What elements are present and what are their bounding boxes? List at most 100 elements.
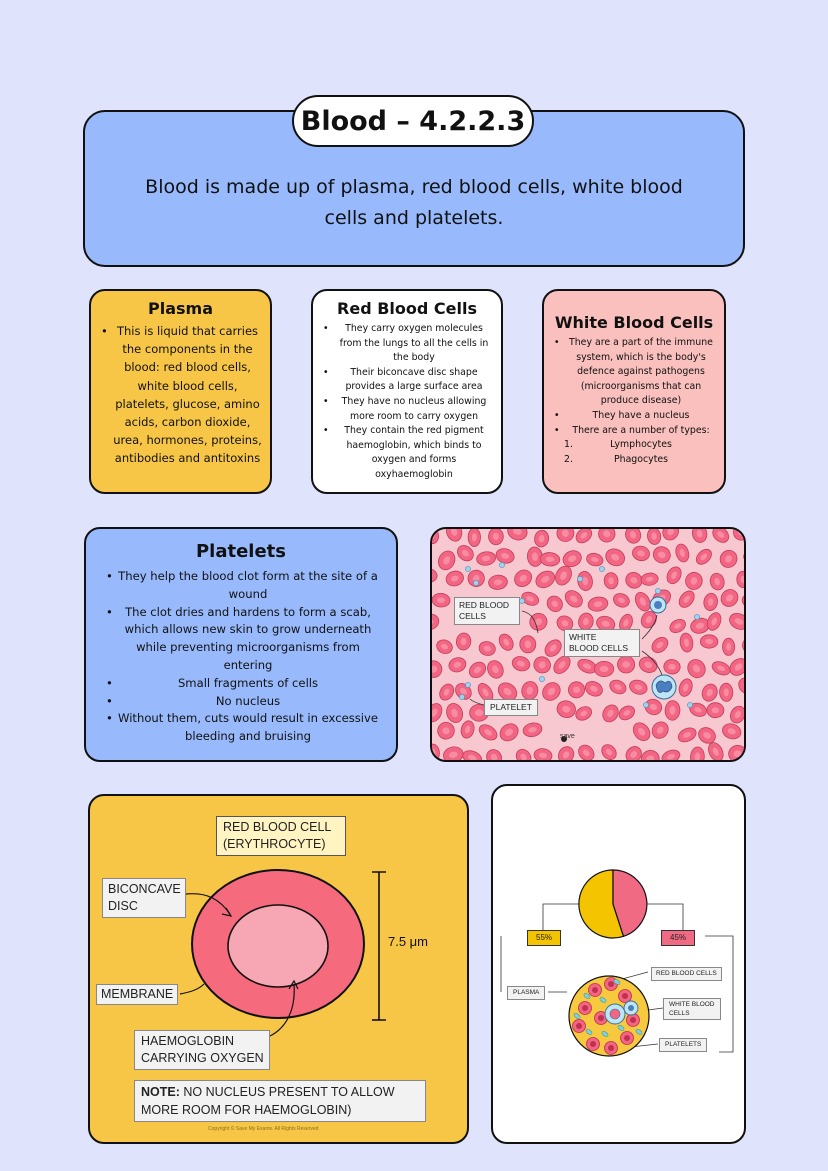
white-blood-cell-nucleus xyxy=(628,1005,634,1011)
platelet xyxy=(459,694,465,700)
red-blood-cell xyxy=(719,549,738,568)
red-blood-cell xyxy=(629,679,648,695)
red-blood-cell xyxy=(478,724,498,741)
red-blood-cell-centre xyxy=(630,751,638,758)
red-blood-cell xyxy=(556,700,576,718)
red-blood-cell-centre xyxy=(630,531,637,539)
platelet-arrow xyxy=(469,698,485,706)
red-blood-cell xyxy=(743,548,744,563)
red-blood-cell-body xyxy=(432,613,440,631)
platelets-point: The clot dries and hardens to form a sca… xyxy=(104,604,378,675)
red-blood-cell-centre xyxy=(492,532,499,541)
red-blood-cell xyxy=(542,682,561,701)
red-blood-cell xyxy=(679,632,694,653)
platelet xyxy=(613,979,621,985)
red-blood-cell-centre xyxy=(656,726,664,734)
red-blood-cells-arrow xyxy=(521,610,539,634)
red-blood-cell-centre xyxy=(738,529,744,536)
red-blood-cell xyxy=(519,635,537,654)
red-blood-cell-centre xyxy=(692,664,701,673)
red-blood-cell xyxy=(596,615,616,632)
red-blood-cell xyxy=(634,591,651,612)
red-blood-cell-centre xyxy=(503,638,510,646)
white-blood-cells-card: White Blood Cells They are a part of the… xyxy=(542,289,726,494)
red-blood-cell xyxy=(511,656,531,672)
red-blood-cell xyxy=(687,659,706,679)
red-blood-cell-centre xyxy=(561,620,569,627)
red-blood-cell-centre xyxy=(705,638,714,645)
red-blood-cell-centre xyxy=(740,575,744,584)
red-blood-cell-centre xyxy=(711,707,720,714)
red-blood-cell-centre xyxy=(714,577,720,586)
platelet xyxy=(499,562,505,568)
red-blood-cell xyxy=(515,748,532,760)
red-blood-cell-centre xyxy=(526,686,534,695)
white-blood-cell-nucleus xyxy=(654,601,662,609)
red-blood-cell xyxy=(432,743,440,760)
red-blood-cell-centre xyxy=(513,529,522,535)
red-blood-cell-centre xyxy=(668,663,676,670)
red-blood-cell-centre xyxy=(432,749,436,757)
red-blood-cell-centre xyxy=(461,549,469,557)
red-blood-cell-centre xyxy=(473,666,482,674)
red-blood-cell-centre xyxy=(671,571,678,580)
red-blood-cell xyxy=(460,720,475,739)
red-blood-cell-centre xyxy=(468,754,477,760)
platelets-list: They help the blood clot form at the sit… xyxy=(104,568,378,746)
red-blood-cell-centre xyxy=(690,577,698,585)
red-blood-cell-centre xyxy=(562,705,571,713)
red-blood-cell-centre xyxy=(524,640,532,649)
red-blood-cell-centre xyxy=(547,687,556,696)
red-blood-cell-centre xyxy=(645,576,654,582)
red-blood-cell xyxy=(495,548,515,564)
red-blood-cell-centre xyxy=(712,747,719,756)
red-blood-cell xyxy=(605,548,626,567)
red-blood-cell-centre xyxy=(451,708,458,718)
red-blood-cell xyxy=(534,529,550,548)
red-blood-cell xyxy=(669,618,686,634)
red-blood-cell xyxy=(437,721,455,740)
red-blood-cell xyxy=(514,569,533,587)
red-blood-cell-centre xyxy=(551,600,559,608)
red-blood-cell xyxy=(625,572,643,589)
red-blood-cell-centre xyxy=(694,752,701,760)
red-blood-cell-centre xyxy=(707,598,714,606)
red-blood-cell-centre xyxy=(493,579,503,586)
platelets-card: Platelets They help the blood clot form … xyxy=(84,527,398,762)
red-blood-cell-centre xyxy=(474,709,484,717)
red-blood-cell-centre xyxy=(734,618,744,625)
red-blood-cell xyxy=(722,723,742,740)
plasma-card: Plasma This is liquid that carries the c… xyxy=(89,289,272,494)
red-blood-cell xyxy=(677,727,697,743)
size-label: 7.5 μm xyxy=(388,934,429,949)
label-haemoglobin: HAEMOGLOBIN CARRYING OXYGEN xyxy=(134,1030,270,1070)
red-blood-cell-centre xyxy=(630,1017,636,1023)
red-blood-cell xyxy=(708,742,724,760)
red-blood-cell-centre xyxy=(623,619,629,627)
red-blood-cell xyxy=(477,683,494,702)
red-blood-cell xyxy=(584,681,603,697)
red-blood-cell xyxy=(546,595,563,612)
red-blood-cell-centre xyxy=(717,665,726,672)
platelet xyxy=(694,614,700,620)
red-blood-cell-centre xyxy=(538,661,546,669)
red-blood-cell xyxy=(556,529,575,542)
red-blood-cell xyxy=(666,566,682,585)
note-line-2: MORE ROOM FOR HAEMOGLOBIN) xyxy=(141,1103,352,1117)
red-blood-cell-centre xyxy=(443,556,451,565)
red-blood-cell xyxy=(522,722,543,738)
red-blood-cell-centre xyxy=(638,727,646,736)
label-text: HAEMOGLOBIN xyxy=(141,1034,235,1048)
red-blood-cell xyxy=(618,705,635,721)
platelet xyxy=(539,676,545,682)
red-blood-cell-centre xyxy=(450,529,458,536)
red-blood-cell-centre xyxy=(726,642,732,651)
red-blood-cell-centre xyxy=(531,552,538,562)
red-blood-cell-centre xyxy=(562,751,570,759)
red-blood-cell-centre xyxy=(441,643,448,650)
red-blood-cell xyxy=(577,571,593,591)
red-blood-cell xyxy=(533,656,551,674)
red-blood-cell xyxy=(651,721,669,739)
red-blood-cell-centre xyxy=(703,732,711,739)
red-blood-cell-centre xyxy=(580,710,588,717)
